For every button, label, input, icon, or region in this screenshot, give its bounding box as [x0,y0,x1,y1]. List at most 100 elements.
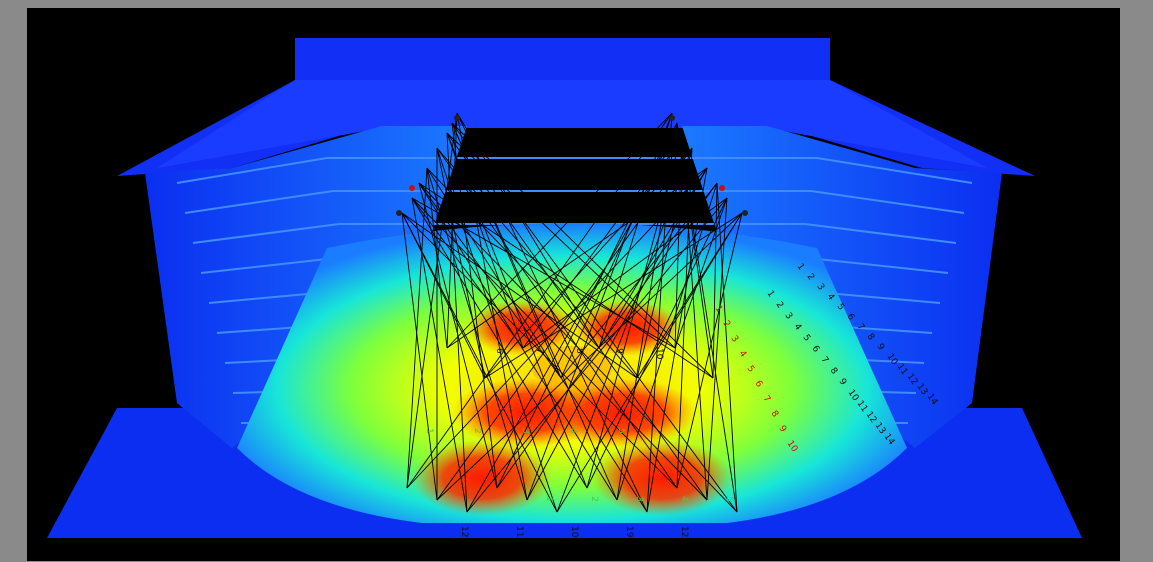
ray-line [451,122,738,513]
ray-line [411,197,524,349]
ray-line [676,122,714,379]
ray-line [598,112,673,349]
receiver-label: 7 [761,394,772,404]
receiver-label: 1 [795,262,806,272]
receiver-label: 2 [721,319,732,329]
ray-line [556,147,693,513]
receiver-label: 4 [737,349,749,360]
tier-step-line [184,190,965,214]
ray-line [406,167,428,489]
ray-line [446,132,588,489]
ray-line [446,112,673,349]
ray-line [526,167,708,501]
receiver-label: 7 [855,322,866,332]
receiver-label: 10 [569,526,579,538]
receiver-label: 2 [805,272,816,282]
receiver-label: 7 [534,348,544,354]
ray-line [706,197,728,501]
ray-line [456,112,648,513]
receiver-label: 3 [520,428,530,434]
receiver-label: 3 [729,334,740,344]
ray-paths [401,112,743,513]
ray-line [406,167,708,489]
ray-line [598,167,708,349]
ray-line [401,212,438,501]
receiver-label: 8 [828,366,840,377]
ray-line [716,182,738,513]
ray-line [636,212,743,379]
ray-line [676,122,738,513]
receiver-label: 6 [753,379,765,390]
receiver-label: 1 [544,496,554,502]
ray-line [436,212,743,501]
ray-line [616,182,718,501]
receiver-label: 3 [783,311,794,321]
receiver-label: 8 [865,332,877,343]
receiver-label: 9 [875,342,887,353]
receiver-label: 12 [459,526,469,537]
receiver-label: 5 [616,428,626,434]
receiver-label: 2 [589,496,599,502]
ray-line [712,182,718,379]
ray-line [401,212,486,379]
receiver-label: 9 [837,377,849,388]
ray-line [681,132,708,501]
ray-line [418,182,714,379]
receiver-label: 5 [835,302,846,312]
receiver-label: 4 [792,322,804,333]
receiver-label: 4 [825,292,837,303]
ray-line [401,212,678,489]
ray-line [446,132,524,349]
ray-line [560,182,718,379]
ray-line [426,167,648,513]
ray-line [446,167,708,349]
receiver-label: 1 [713,304,724,314]
ray-line [556,212,743,513]
ray-line [406,112,673,489]
receiver-label: 10 [654,348,664,360]
receiver-label: 11 [514,526,524,537]
receiver-label: 5 [745,364,756,374]
ray-line [411,197,588,489]
ray-line [436,147,678,489]
ray-line [484,212,743,379]
ray-line [466,132,683,513]
receiver-label: 19 [624,526,634,538]
receiver-label: 5 [724,496,734,502]
receiver-label: 2 [774,300,785,310]
receiver-label: 1 [765,289,776,299]
receiver-label: 6 [810,344,822,355]
receiver-label: 4 [679,496,689,502]
ray-line [401,212,558,513]
ceiling-inner [157,80,987,168]
ray-line [446,132,708,501]
ray-line [674,197,728,349]
receiver-label: 6 [845,312,857,323]
source-cluster-left [396,115,460,216]
ray-line [406,112,458,489]
receiver-label: 3 [815,282,826,292]
ray-line [586,132,683,489]
source-cluster-right [669,115,748,216]
receiver-label: 9 [614,348,624,354]
tier-step-line [176,157,973,184]
ray-line [451,122,714,379]
ray-line [401,212,638,379]
ray-line [484,147,693,379]
ray-line [426,167,600,349]
ray-line [616,122,678,501]
receiver-label: 2 [472,428,482,434]
ray-line [522,197,728,349]
receiver-label: 8 [574,348,584,354]
ray-line [436,147,693,501]
ray-line [646,167,708,513]
receiver-label: 9 [777,424,789,435]
receiver-label: 3 [634,496,644,502]
ray-line [496,182,718,489]
ray-line [526,112,673,501]
ray-line [451,122,618,501]
receiver-label: 8 [769,409,781,420]
receiver-label: 1 [424,428,434,434]
